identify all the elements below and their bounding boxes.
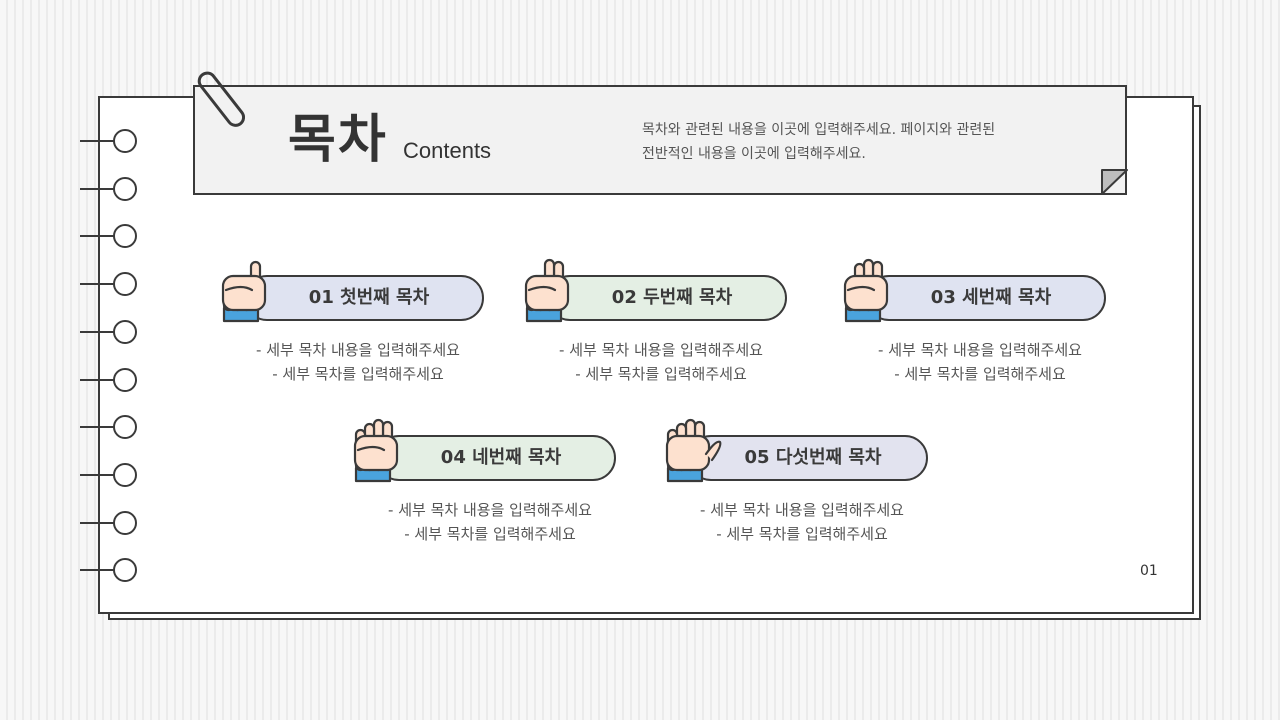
header-description: 목차와 관련된 내용을 이곳에 입력해주세요. 페이지와 관련된 전반적인 내용… [642,118,1102,166]
spiral-binding [80,0,140,720]
binding-ring [80,129,140,153]
page-subtitle: Contents [403,138,492,163]
hand-three-fingers-icon [843,258,889,323]
toc-detail-line: - 세부 목차를 입력해주세요 [716,525,888,543]
binding-ring [80,224,140,249]
toc-detail-line: - 세부 목차 내용을 입력해주세요 [559,341,763,359]
toc-pill [688,435,928,481]
toc-details: - 세부 목차 내용을 입력해주세요 - 세부 목차를 입력해주세요 [218,338,498,386]
toc-item-2[interactable]: 02 두번째 목차 - 세부 목차 내용을 입력해주세요 - 세부 목차를 입력… [521,250,801,390]
description-line: 목차와 관련된 내용을 이곳에 입력해주세요. 페이지와 관련된 [642,122,996,138]
page-fold-icon [1101,169,1128,195]
binding-ring [80,510,140,535]
page-number: 01 [1140,563,1158,579]
toc-details: - 세부 목차 내용을 입력해주세요 - 세부 목차를 입력해주세요 [662,498,942,546]
toc-detail-line: - 세부 목차를 입력해주세요 [894,365,1066,383]
toc-item-4[interactable]: 04 네번째 목차 - 세부 목차 내용을 입력해주세요 - 세부 목차를 입력… [350,410,630,550]
toc-detail-line: - 세부 목차 내용을 입력해주세요 [388,501,592,519]
toc-title: 02 두번째 목차 [611,287,733,308]
toc-pill [547,275,787,321]
binding-ring [80,319,140,344]
description-line: 전반적인 내용을 이곳에 입력해주세요. [642,146,866,162]
toc-detail-line: - 세부 목차를 입력해주세요 [272,365,444,383]
toc-title: 01 첫번째 목차 [308,287,430,308]
toc-pill [866,275,1106,321]
toc-detail-line: - 세부 목차를 입력해주세요 [575,365,747,383]
binding-ring [80,367,140,392]
hand-one-finger-icon [221,260,267,323]
binding-ring [80,176,140,201]
hand-five-fingers-icon [665,418,722,483]
toc-detail-line: - 세부 목차 내용을 입력해주세요 [878,341,1082,359]
toc-details: - 세부 목차 내용을 입력해주세요 - 세부 목차를 입력해주세요 [840,338,1120,386]
binding-ring [80,558,140,583]
hand-four-fingers-icon [353,418,399,483]
toc-title: 04 네번째 목차 [440,447,562,468]
toc-details: - 세부 목차 내용을 입력해주세요 - 세부 목차를 입력해주세요 [350,498,630,546]
toc-pill [376,435,616,481]
paperclip-icon [197,71,246,127]
toc-item-5[interactable]: 05 다섯번째 목차 - 세부 목차 내용을 입력해주세요 - 세부 목차를 입… [662,410,942,550]
binding-ring [80,415,140,440]
toc-pill [244,275,484,321]
toc-title: 03 세번째 목차 [930,287,1052,308]
toc-item-1[interactable]: 01 첫번째 목차 - 세부 목차 내용을 입력해주세요 - 세부 목차를 입력… [218,250,498,390]
toc-title: 05 다섯번째 목차 [744,447,882,468]
toc-detail-line: - 세부 목차 내용을 입력해주세요 [700,501,904,519]
toc-item-3[interactable]: 03 세번째 목차 - 세부 목차 내용을 입력해주세요 - 세부 목차를 입력… [840,250,1120,390]
toc-details: - 세부 목차 내용을 입력해주세요 - 세부 목차를 입력해주세요 [521,338,801,386]
header-banner [193,85,1127,195]
binding-ring [80,462,140,487]
toc-detail-line: - 세부 목차 내용을 입력해주세요 [256,341,460,359]
page-title: 목차 [288,110,388,170]
hand-two-fingers-icon [524,258,570,323]
toc-detail-line: - 세부 목차를 입력해주세요 [404,525,576,543]
binding-ring [80,272,140,297]
